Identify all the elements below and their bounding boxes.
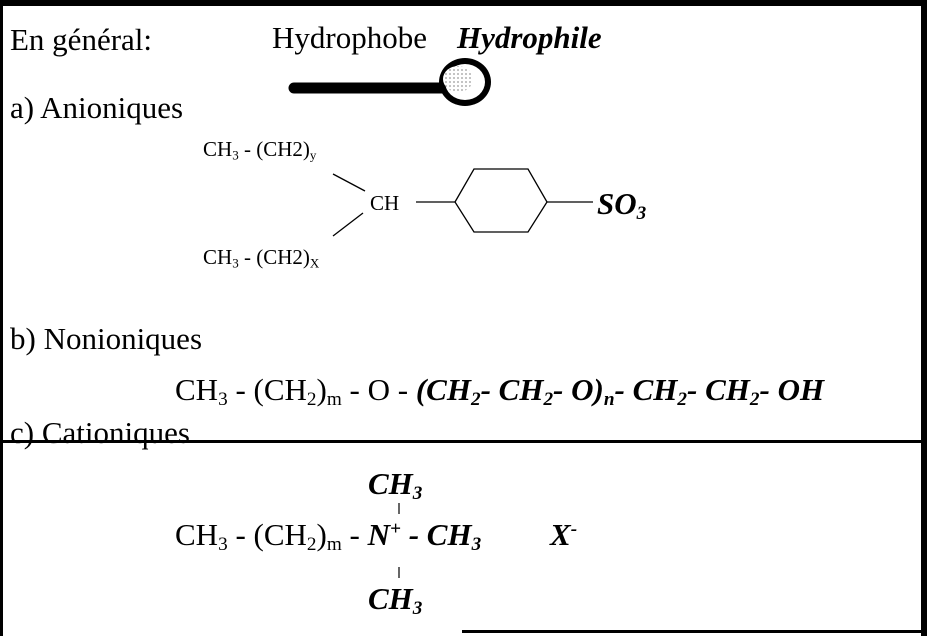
nonionic-formula: CH3 - (CH2)m - O - (CH2- CH2- O)n- CH2- … <box>175 372 825 410</box>
anionic-upper-chain: CH3 - (CH2)y <box>203 137 317 163</box>
cationic-counterion: X- <box>550 517 578 552</box>
nonionic-label: b) Nonioniques <box>10 321 203 356</box>
bottom-rule <box>462 630 927 633</box>
benzene-ring-icon <box>454 168 548 233</box>
branch-bond-lower <box>332 212 364 237</box>
hydrophile-head-icon <box>443 66 473 92</box>
anionic-label: a) Anioniques <box>10 90 184 125</box>
cationic-top-methyl: CH3 <box>368 466 423 504</box>
cationic-formula: CH3 - (CH2)m - N+ - CH3 <box>175 517 482 555</box>
branch-bond-upper <box>332 173 366 192</box>
hydrophile-label: Hydrophile <box>457 20 602 55</box>
hydrophobe-label: Hydrophobe <box>272 20 427 55</box>
general-label: En général: <box>10 22 153 57</box>
cationic-bottom-methyl: CH3 <box>368 581 423 619</box>
anionic-lower-chain: CH3 - (CH2)X <box>203 245 320 271</box>
section-divider <box>0 440 927 443</box>
anionic-so3: SO3 <box>597 186 647 224</box>
anionic-ch: CH <box>370 191 400 215</box>
cationic-label: c) Cationiques <box>10 415 190 450</box>
